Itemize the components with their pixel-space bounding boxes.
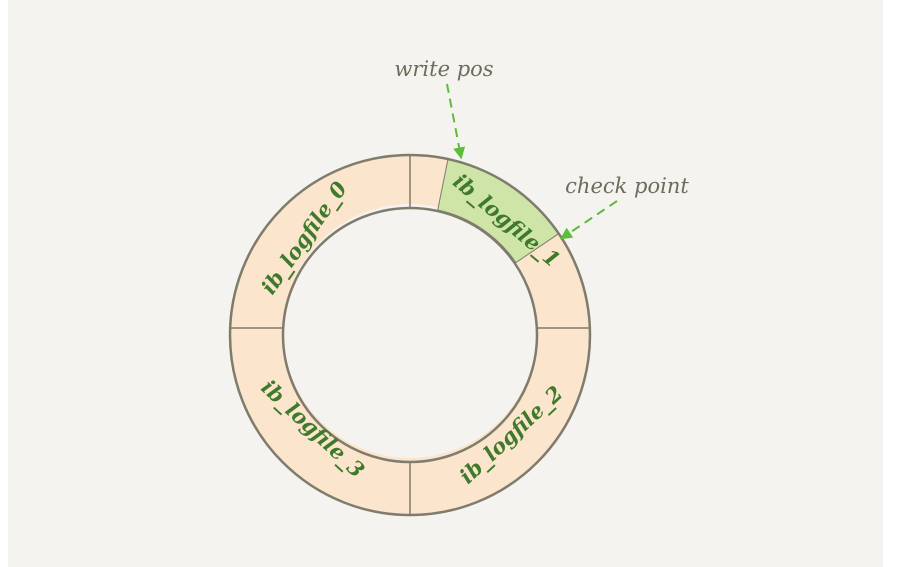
check-point-label: check point bbox=[565, 174, 689, 198]
write-pos-label: write pos bbox=[394, 57, 493, 81]
write-pos-arrow bbox=[446, 83, 466, 160]
check-point-arrow bbox=[560, 200, 618, 240]
